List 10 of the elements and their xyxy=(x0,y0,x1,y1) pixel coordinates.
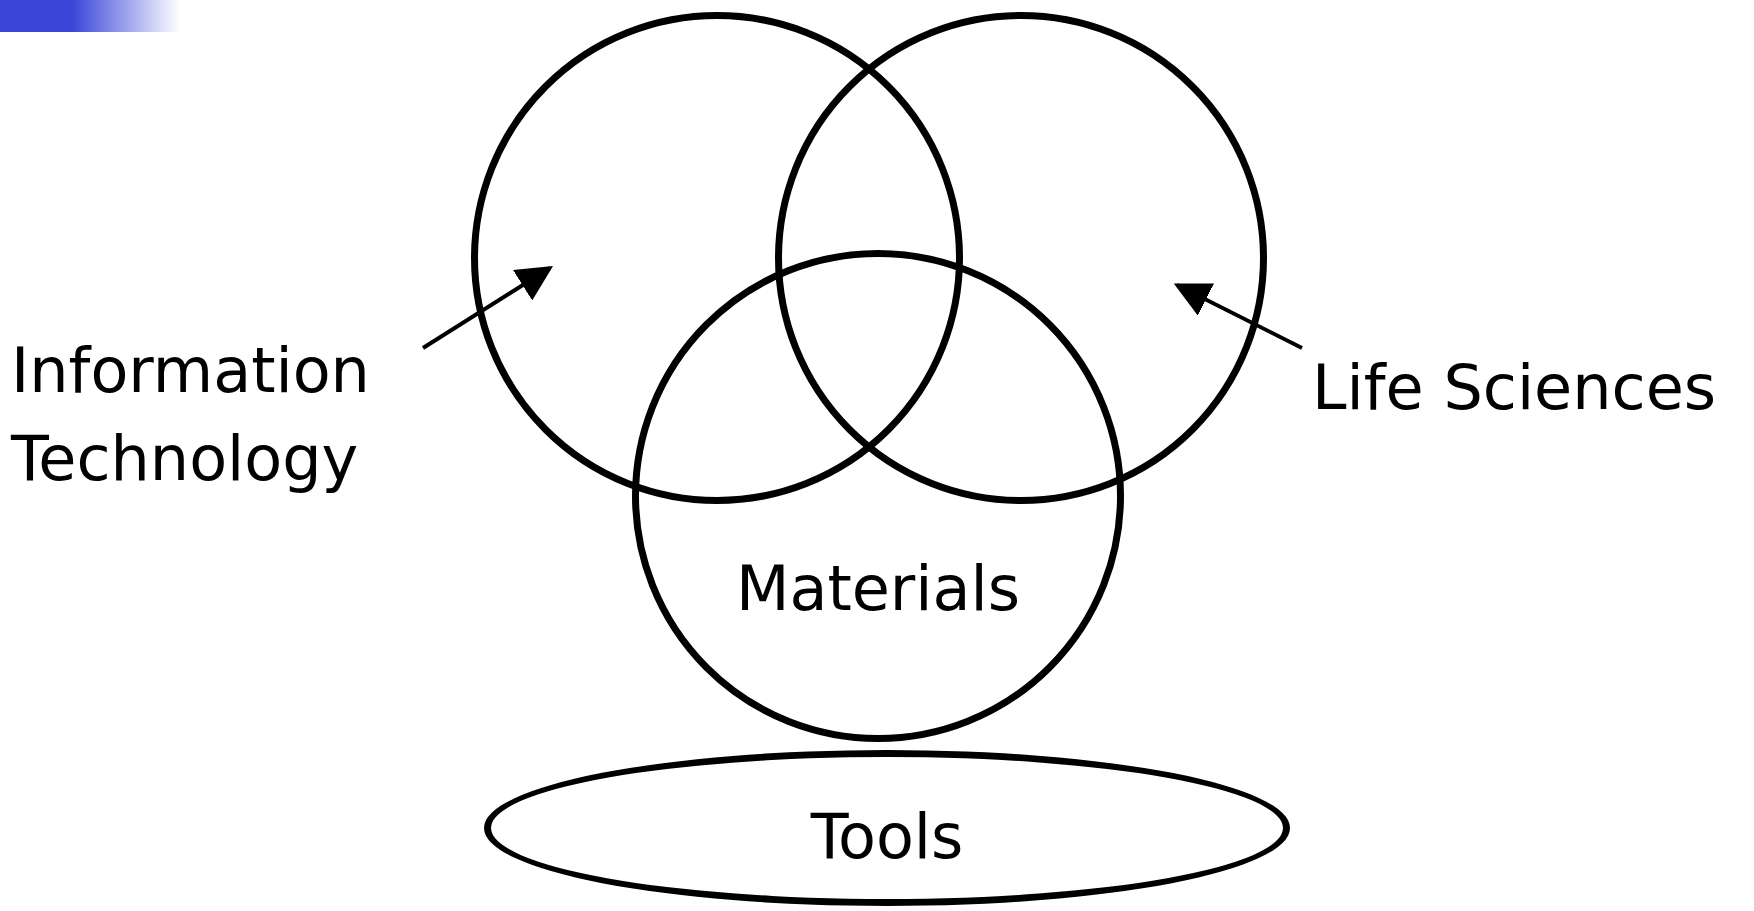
circle-label: Materials xyxy=(734,551,1022,627)
arrow xyxy=(1173,283,1303,350)
topic-label: Information Technology xyxy=(11,327,401,503)
circle-label: Tools xyxy=(809,799,965,875)
topic-label: Life Sciences xyxy=(1312,344,1752,432)
venn-circle xyxy=(471,12,963,504)
ellipse xyxy=(484,750,1290,906)
venn-circle xyxy=(775,12,1267,504)
venn-circle xyxy=(632,250,1124,742)
arrow xyxy=(421,266,554,350)
